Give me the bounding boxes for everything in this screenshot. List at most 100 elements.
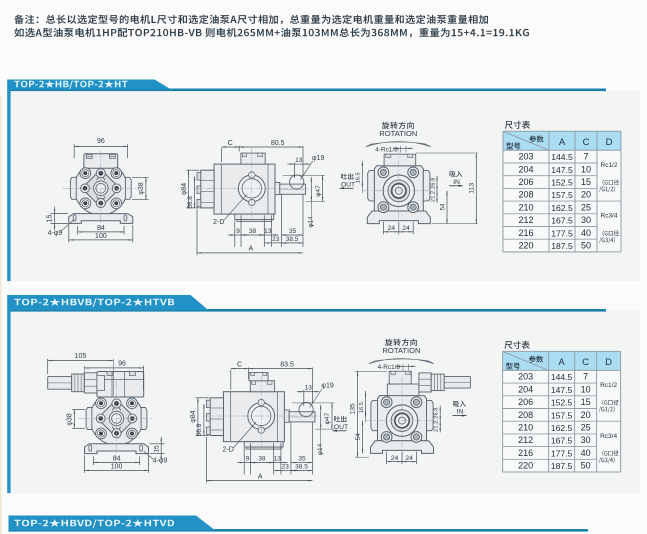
svg-text:21.2: 21.2: [434, 421, 440, 432]
svg-text:38: 38: [249, 228, 257, 235]
svg-text:113: 113: [469, 183, 476, 194]
svg-text:A: A: [258, 473, 263, 480]
svg-text:D: D: [605, 357, 612, 368]
svg-text:96: 96: [97, 138, 105, 145]
svg-text:20: 20: [581, 190, 591, 200]
svg-text:187.5: 187.5: [551, 241, 573, 251]
svg-text:23: 23: [272, 236, 280, 243]
svg-text:13: 13: [295, 157, 303, 164]
svg-text:30: 30: [581, 435, 591, 445]
svg-text:OUT: OUT: [341, 181, 355, 188]
svg-text:203: 203: [518, 372, 533, 382]
svg-text:IN: IN: [453, 179, 460, 186]
svg-text:144.5: 144.5: [551, 152, 573, 162]
svg-text:16.5: 16.5: [359, 402, 365, 413]
svg-text:167.5: 167.5: [551, 216, 573, 226]
svg-text:20: 20: [581, 410, 591, 420]
svg-text:210: 210: [518, 202, 533, 212]
svg-text:Rc3/4: Rc3/4: [601, 213, 618, 220]
svg-text:16.5: 16.5: [356, 172, 362, 183]
svg-text:204: 204: [518, 164, 533, 174]
svg-text:25: 25: [581, 423, 591, 433]
svg-text:105: 105: [75, 353, 87, 360]
svg-text:φ84: φ84: [190, 410, 197, 422]
svg-text:A: A: [559, 137, 566, 148]
svg-text:10: 10: [581, 164, 591, 174]
svg-text:147.5: 147.5: [551, 165, 573, 175]
svg-text:157.5: 157.5: [551, 410, 573, 420]
svg-text:Rc3/4: Rc3/4: [600, 433, 617, 440]
svg-text:A: A: [558, 357, 565, 368]
svg-text:83.5: 83.5: [280, 361, 294, 368]
svg-text:Rc1/2: Rc1/2: [601, 162, 618, 169]
svg-text:216: 216: [518, 228, 533, 238]
svg-text:56.8: 56.8: [196, 423, 203, 436]
svg-text:208: 208: [518, 410, 533, 420]
svg-text:204: 204: [518, 384, 533, 394]
svg-text:4-φ9: 4-φ9: [153, 458, 168, 465]
svg-text:35: 35: [298, 456, 306, 463]
svg-text:C: C: [583, 137, 590, 148]
svg-text:220: 220: [518, 241, 533, 251]
svg-text:24: 24: [402, 225, 410, 232]
svg-text:4-Rc1/8: 4-Rc1/8: [378, 364, 401, 371]
svg-text:φ38: φ38: [138, 182, 145, 194]
svg-text:38.5: 38.5: [295, 464, 308, 471]
svg-text:26.8: 26.8: [430, 178, 436, 189]
svg-text:D: D: [606, 137, 613, 148]
svg-text:38: 38: [258, 456, 266, 463]
svg-text:162.5: 162.5: [551, 423, 573, 433]
svg-text:212: 212: [518, 215, 533, 225]
svg-text:203: 203: [518, 152, 533, 162]
svg-text:84: 84: [97, 225, 105, 232]
svg-text:13: 13: [274, 456, 282, 463]
svg-text:9: 9: [246, 456, 250, 463]
svg-text:167.5: 167.5: [551, 436, 573, 446]
svg-text:220: 220: [518, 461, 533, 471]
svg-text:15: 15: [581, 177, 591, 187]
svg-text:162.5: 162.5: [551, 203, 573, 213]
svg-text:135: 135: [350, 403, 357, 415]
svg-text:13: 13: [305, 385, 313, 392]
svg-text:40: 40: [581, 228, 591, 238]
svg-text:35: 35: [289, 228, 297, 235]
svg-text:30: 30: [581, 215, 591, 225]
svg-text:40: 40: [581, 448, 591, 458]
svg-text:φ19: φ19: [312, 155, 324, 162]
svg-text:54: 54: [355, 433, 362, 441]
svg-text:2-D: 2-D: [213, 219, 224, 226]
svg-text:7: 7: [583, 372, 588, 382]
svg-text:100: 100: [111, 463, 123, 470]
svg-text:OUT: OUT: [334, 424, 348, 431]
svg-text:9: 9: [236, 228, 240, 235]
svg-text:10: 10: [581, 384, 591, 394]
svg-text:187.5: 187.5: [551, 461, 573, 471]
svg-text:Rc1/2: Rc1/2: [600, 382, 617, 389]
svg-text:φ84: φ84: [181, 183, 188, 195]
svg-text:23: 23: [282, 464, 290, 471]
svg-text:50: 50: [581, 241, 591, 251]
svg-text:4-Rc1/8: 4-Rc1/8: [375, 146, 398, 153]
svg-text:80.5: 80.5: [271, 140, 285, 147]
svg-text:C: C: [228, 140, 233, 147]
svg-text:157.5: 157.5: [551, 190, 573, 200]
svg-text:212: 212: [518, 435, 533, 445]
svg-text:φ19: φ19: [321, 383, 333, 390]
svg-text:IN: IN: [457, 409, 464, 416]
svg-text:56.8: 56.8: [187, 196, 194, 209]
svg-text:24: 24: [405, 455, 413, 462]
svg-text:38.5: 38.5: [286, 236, 299, 243]
svg-text:25: 25: [581, 202, 591, 212]
svg-text:A: A: [248, 246, 253, 253]
svg-text:φ47: φ47: [315, 185, 322, 197]
svg-text:84: 84: [113, 455, 121, 462]
svg-text:24: 24: [391, 455, 399, 462]
svg-text:C: C: [582, 357, 589, 368]
svg-text:21.2: 21.2: [430, 191, 436, 202]
svg-text:152.5: 152.5: [551, 398, 573, 408]
svg-text:206: 206: [518, 177, 533, 187]
svg-text:4-φ9: 4-φ9: [48, 230, 63, 237]
svg-text:54: 54: [439, 203, 446, 211]
svg-text:15: 15: [153, 445, 160, 453]
svg-text:15: 15: [47, 215, 54, 223]
